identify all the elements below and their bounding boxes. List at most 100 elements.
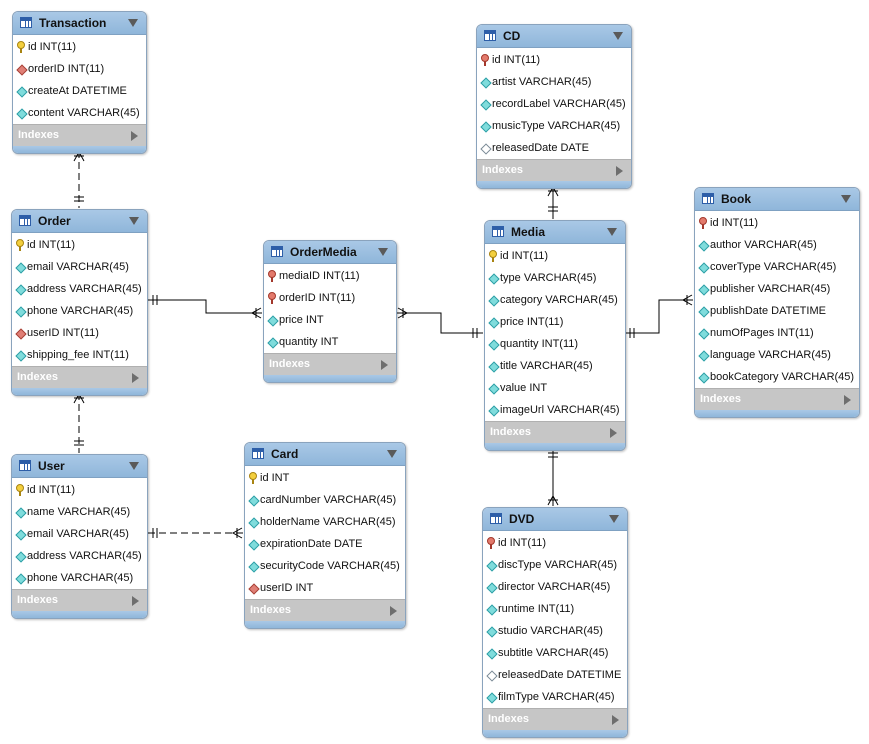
column-row[interactable]: artist VARCHAR(45) <box>477 71 631 93</box>
column-row[interactable]: imageUrl VARCHAR(45) <box>485 399 625 421</box>
expand-arrow-icon[interactable] <box>616 166 623 176</box>
column-row[interactable]: address VARCHAR(45) <box>12 545 147 567</box>
column-row[interactable]: id INT(11) <box>477 49 631 71</box>
collapse-arrow-icon[interactable] <box>613 32 623 40</box>
table-header[interactable]: Card <box>245 443 405 466</box>
column-row[interactable]: studio VARCHAR(45) <box>483 620 627 642</box>
indexes-section[interactable]: Indexes <box>477 159 631 181</box>
column-row[interactable]: userID INT(11) <box>12 322 147 344</box>
column-row[interactable]: id INT(11) <box>13 36 146 58</box>
collapse-arrow-icon[interactable] <box>387 450 397 458</box>
column-row[interactable]: runtime INT(11) <box>483 598 627 620</box>
indexes-section[interactable]: Indexes <box>13 124 146 146</box>
column-row[interactable]: address VARCHAR(45) <box>12 278 147 300</box>
column-row[interactable]: language VARCHAR(45) <box>695 344 859 366</box>
table-header[interactable]: Transaction <box>13 12 146 35</box>
indexes-section[interactable]: Indexes <box>245 599 405 621</box>
expand-arrow-icon[interactable] <box>131 131 138 141</box>
indexes-section[interactable]: Indexes <box>483 708 627 730</box>
expand-arrow-icon[interactable] <box>381 360 388 370</box>
column-row[interactable]: orderID INT(11) <box>13 58 146 80</box>
indexes-section[interactable]: Indexes <box>695 388 859 410</box>
column-row[interactable]: recordLabel VARCHAR(45) <box>477 93 631 115</box>
table-header[interactable]: CD <box>477 25 631 48</box>
collapse-arrow-icon[interactable] <box>129 217 139 225</box>
column-row[interactable]: title VARCHAR(45) <box>485 355 625 377</box>
column-row[interactable]: email VARCHAR(45) <box>12 523 147 545</box>
column-row[interactable]: content VARCHAR(45) <box>13 102 146 124</box>
relationship-cd-media[interactable] <box>547 185 559 219</box>
relationship-order-user[interactable] <box>73 392 85 453</box>
table-header[interactable]: OrderMedia <box>264 241 396 264</box>
column-row[interactable]: id INT(11) <box>12 234 147 256</box>
collapse-arrow-icon[interactable] <box>128 19 138 27</box>
column-row[interactable]: email VARCHAR(45) <box>12 256 147 278</box>
column-row[interactable]: phone VARCHAR(45) <box>12 567 147 589</box>
column-row[interactable]: price INT <box>264 309 396 331</box>
column-row[interactable]: orderID INT(11) <box>264 287 396 309</box>
relationship-media-dvd[interactable] <box>547 448 559 506</box>
relationship-ordermedia-media[interactable] <box>397 307 483 338</box>
indexes-section[interactable]: Indexes <box>264 353 396 375</box>
column-row[interactable]: createAt DATETIME <box>13 80 146 102</box>
column-row[interactable]: value INT <box>485 377 625 399</box>
column-row[interactable]: phone VARCHAR(45) <box>12 300 147 322</box>
expand-arrow-icon[interactable] <box>132 596 139 606</box>
column-row[interactable]: id INT(11) <box>483 532 627 554</box>
column-row[interactable]: category VARCHAR(45) <box>485 289 625 311</box>
relationship-transaction-order[interactable] <box>73 150 85 208</box>
column-row[interactable]: numOfPages INT(11) <box>695 322 859 344</box>
column-row[interactable]: type VARCHAR(45) <box>485 267 625 289</box>
column-row[interactable]: userID INT <box>245 577 405 599</box>
collapse-arrow-icon[interactable] <box>129 462 139 470</box>
column-row[interactable]: bookCategory VARCHAR(45) <box>695 366 859 388</box>
column-row[interactable]: publisher VARCHAR(45) <box>695 278 859 300</box>
column-row[interactable]: cardNumber VARCHAR(45) <box>245 489 405 511</box>
collapse-arrow-icon[interactable] <box>609 515 619 523</box>
column-row[interactable]: director VARCHAR(45) <box>483 576 627 598</box>
column-row[interactable]: subtitle VARCHAR(45) <box>483 642 627 664</box>
expand-arrow-icon[interactable] <box>844 395 851 405</box>
column-row[interactable]: releasedDate DATETIME <box>483 664 627 686</box>
column-row[interactable]: expirationDate DATE <box>245 533 405 555</box>
indexes-section[interactable]: Indexes <box>12 589 147 611</box>
expand-arrow-icon[interactable] <box>390 606 397 616</box>
column-row[interactable]: price INT(11) <box>485 311 625 333</box>
column-row[interactable]: author VARCHAR(45) <box>695 234 859 256</box>
column-row[interactable]: filmType VARCHAR(45) <box>483 686 627 708</box>
column-row[interactable]: releasedDate DATE <box>477 137 631 159</box>
column-row[interactable]: quantity INT(11) <box>485 333 625 355</box>
column-row[interactable]: mediaID INT(11) <box>264 265 396 287</box>
column-row[interactable]: id INT(11) <box>485 245 625 267</box>
expand-arrow-icon[interactable] <box>132 373 139 383</box>
column-row[interactable]: shipping_fee INT(11) <box>12 344 147 366</box>
table-header[interactable]: Media <box>485 221 625 244</box>
column-row[interactable]: discType VARCHAR(45) <box>483 554 627 576</box>
table-header[interactable]: User <box>12 455 147 478</box>
column-row[interactable]: publishDate DATETIME <box>695 300 859 322</box>
indexes-section[interactable]: Indexes <box>485 421 625 443</box>
column-row[interactable]: id INT(11) <box>12 479 147 501</box>
collapse-arrow-icon[interactable] <box>378 248 388 256</box>
collapse-arrow-icon[interactable] <box>841 195 851 203</box>
relationship-user-card[interactable] <box>148 527 243 539</box>
expand-arrow-icon[interactable] <box>610 428 617 438</box>
column-row[interactable]: name VARCHAR(45) <box>12 501 147 523</box>
column-row[interactable]: musicType VARCHAR(45) <box>477 115 631 137</box>
table-header[interactable]: DVD <box>483 508 627 531</box>
column-row[interactable]: id INT <box>245 467 405 489</box>
relationship-media-book[interactable] <box>626 294 693 338</box>
column-row[interactable]: securityCode VARCHAR(45) <box>245 555 405 577</box>
relationship-order-ordermedia[interactable] <box>148 295 262 319</box>
expand-arrow-icon[interactable] <box>612 715 619 725</box>
column-row[interactable]: holderName VARCHAR(45) <box>245 511 405 533</box>
